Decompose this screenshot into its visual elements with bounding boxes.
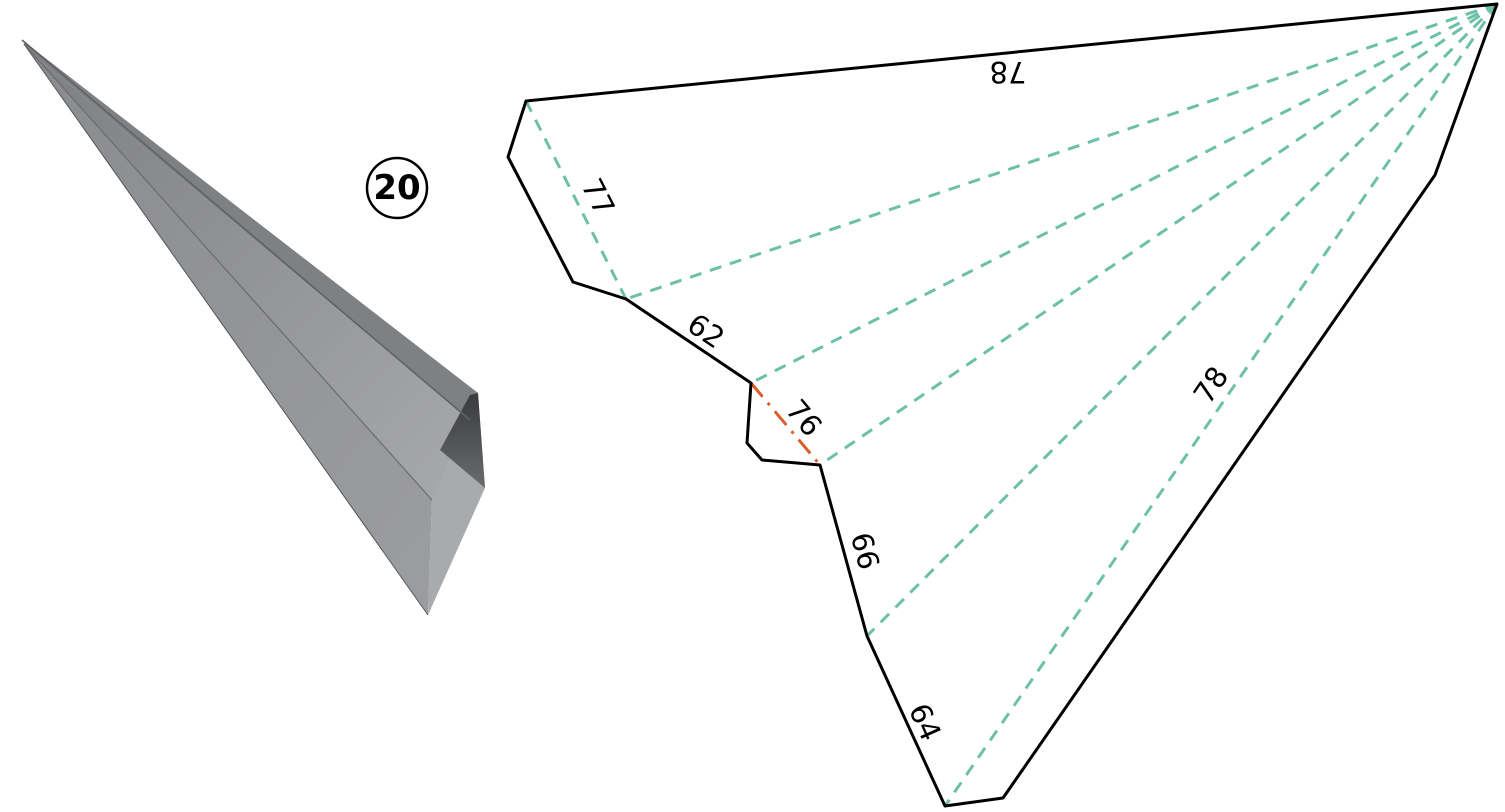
label-notch: 76: [779, 393, 829, 443]
dimension-labels: 78 77 62 76 66 64 78: [574, 55, 1235, 746]
label-lower-edge: 64: [902, 698, 948, 746]
label-top-edge: 78: [990, 55, 1027, 89]
label-diagonal-edge: 78: [1187, 360, 1236, 410]
mountain-fold-1: [749, 382, 822, 466]
label-middle-edge: 66: [844, 529, 886, 573]
model-face-top: [22, 40, 478, 420]
label-upper-left: 62: [681, 307, 731, 356]
net-outline: [506, 2, 1499, 808]
piece-number: 20: [373, 168, 420, 208]
model-face-lower: [24, 44, 432, 615]
fold-lines: [524, 2, 1499, 807]
piece-number-badge: 20: [365, 156, 429, 220]
valley-fold-6: [943, 3, 1499, 807]
model-inner-shadow: [440, 393, 485, 488]
valley-fold-5: [865, 2, 1499, 638]
valley-fold-3: [750, 2, 1498, 385]
valley-fold-1: [524, 100, 628, 300]
valley-fold-2: [625, 2, 1498, 301]
model-edge-crease: [23, 43, 433, 501]
model-edge-ridge: [21, 39, 471, 421]
label-left-flap: 77: [574, 173, 621, 221]
valley-fold-4: [819, 2, 1498, 467]
model-face-upper: [24, 44, 470, 500]
model-preview: [21, 39, 485, 616]
model-edge-bottom: [23, 43, 429, 616]
